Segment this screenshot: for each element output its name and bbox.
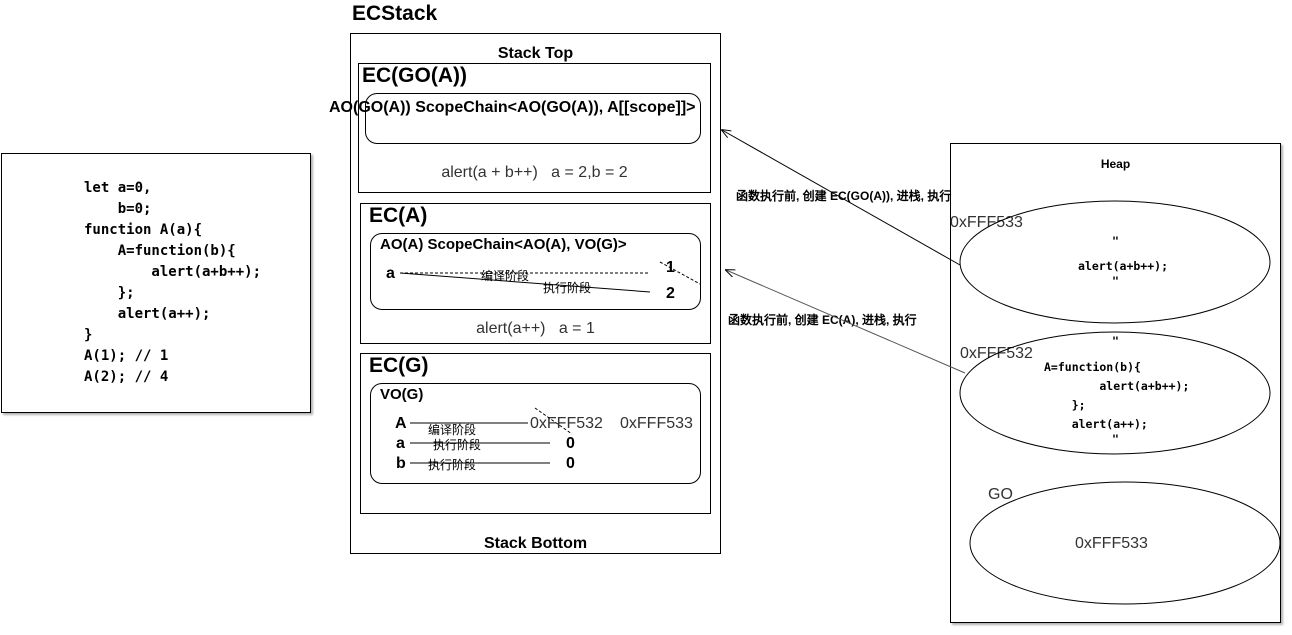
vo-row-value-b: 0: [566, 455, 575, 472]
heap-obj2-line: alert(a++);: [1044, 417, 1148, 431]
code-line: let a=0,: [84, 180, 152, 196]
heap-go-value: 0xFFF533: [1075, 535, 1148, 552]
ec-a-var-name: a: [386, 265, 395, 282]
code-panel: let a=0, b=0; function A(a){ A=function(…: [1, 153, 311, 413]
heap-obj1-line: ": [1112, 234, 1119, 248]
heap-go-label: GO: [988, 486, 1013, 503]
ec-a-ao-box: AO(A) ScopeChain<AO(A), VO(G)>: [370, 233, 701, 310]
heap-obj2-line: ": [1112, 432, 1119, 446]
heap-title: Heap: [1100, 157, 1131, 171]
ec-a-exec-phase: 执行阶段: [543, 281, 592, 295]
ec-goa-statement: alert(a + b++) a = 2,b = 2: [441, 164, 628, 181]
heap-obj2-line: };: [1044, 398, 1086, 412]
heap-obj1-body: " alert(a+b++); ": [1040, 234, 1190, 294]
code-line: alert(a++);: [84, 306, 211, 322]
code-line: }: [84, 327, 93, 343]
code-line: function A(a){: [84, 222, 203, 238]
ec-goa-title: EC(GO(A)): [362, 64, 467, 87]
stack-top-label: Stack Top: [497, 45, 574, 62]
heap-obj2-body: " A=function(b){ alert(a+b++); }; alert(…: [1044, 334, 1244, 454]
ec-a-title: EC(A): [369, 204, 428, 227]
heap-obj2-line: A=function(b){: [1044, 360, 1141, 374]
ec-a-value-1: 1: [666, 259, 675, 276]
heap-obj1-address: 0xFFF533: [950, 214, 1023, 231]
ecstack-title: ECStack: [352, 2, 438, 25]
vo-row-name-A: A: [395, 415, 407, 432]
ec-g-vo-box: VO(G): [370, 383, 701, 484]
vo-row-name-a: a: [396, 435, 405, 452]
vo-row-name-b: b: [396, 455, 406, 472]
heap-obj2-address: 0xFFF532: [960, 345, 1033, 362]
heap-obj1-line: ": [1112, 274, 1119, 288]
ec-goa-ao-box: [365, 93, 701, 144]
code-block: let a=0, b=0; function A(a){ A=function(…: [84, 180, 304, 400]
code-line: };: [84, 285, 135, 301]
code-line: A(1); // 1: [84, 348, 169, 364]
code-line: A(2); // 4: [84, 369, 169, 385]
arrow-label-a: 函数执行前, 创建 EC(A), 进栈, 执行: [728, 311, 917, 328]
vo-row-value-a: 0: [566, 435, 575, 452]
ec-a-statement: alert(a++) a = 1: [476, 320, 595, 337]
arrow-label-goa: 函数执行前, 创建 EC(GO(A)), 进栈, 执行: [736, 189, 952, 203]
vo-row-phase-A: 编译阶段: [428, 423, 477, 437]
vo-row-value-A: 0xFFF532: [530, 415, 603, 432]
vo-row-phase-a: 执行阶段: [433, 436, 482, 453]
stack-bottom-label: Stack Bottom: [483, 535, 588, 552]
vo-row-value2-A: 0xFFF533: [620, 415, 693, 432]
heap-obj2-line: alert(a+b++);: [1044, 379, 1190, 393]
ec-goa-ao-text: AO(GO(A)) ScopeChain<AO(GO(A)), A[[scope…: [329, 99, 696, 116]
heap-obj2-line: ": [1112, 334, 1119, 348]
code-line: A=function(b){: [84, 243, 236, 259]
code-line: alert(a+b++);: [84, 264, 262, 280]
vo-row-phase-b: 执行阶段: [428, 456, 477, 473]
ec-a-compile-phase: 编译阶段: [481, 269, 530, 283]
heap-obj1-line: alert(a+b++);: [1078, 259, 1169, 273]
ec-a-value-2: 2: [666, 285, 675, 302]
ec-g-title: EC(G): [369, 354, 429, 377]
ec-g-vo-header: VO(G): [380, 386, 424, 403]
ec-a-ao-header: AO(A) ScopeChain<AO(A), VO(G)>: [380, 236, 627, 253]
code-line: b=0;: [84, 201, 152, 217]
